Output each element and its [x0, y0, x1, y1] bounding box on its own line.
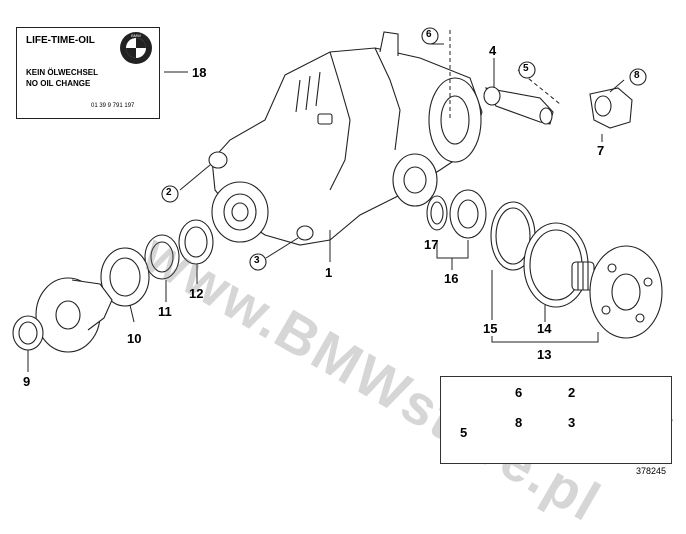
callout-13: 13	[537, 347, 552, 362]
callout-9: 9	[23, 374, 31, 389]
fastener-label-5: 5	[460, 425, 468, 440]
callout-8: 8	[634, 70, 640, 81]
document-number: 378245	[636, 466, 667, 476]
callout-3: 3	[254, 255, 260, 266]
fastener-label-8: 8	[515, 415, 523, 430]
callout-14: 14	[537, 321, 552, 336]
sticker-line-2: NO OIL CHANGE	[26, 79, 91, 88]
callout-5: 5	[523, 63, 529, 74]
output-flange	[571, 245, 663, 339]
fastener-label-6: 6	[515, 385, 523, 400]
differential-housing	[211, 31, 483, 246]
callout-6: 6	[426, 29, 432, 40]
callout-17: 17	[424, 237, 439, 252]
sticker-part-number: 01 39 9 791 197	[91, 103, 135, 109]
callout-4: 4	[489, 43, 497, 58]
callout-2: 2	[166, 187, 172, 198]
callout-11: 11	[158, 304, 172, 319]
bmw-logo-icon: BMW	[120, 32, 152, 64]
rubber-mount-left	[208, 151, 228, 169]
lifetime-oil-sticker: LIFE-TIME-OIL KEIN ÖLWECHSEL NO OIL CHAN…	[16, 27, 160, 119]
input-flange	[35, 277, 113, 353]
callout-12: 12	[189, 286, 204, 301]
callout-7: 7	[597, 143, 605, 158]
rubber-mount-right	[589, 87, 633, 129]
callout-15: 15	[483, 321, 498, 336]
mount-bracket	[483, 86, 554, 125]
sticker-line-1: KEIN ÖLWECHSEL	[26, 68, 99, 77]
callout-1: 1	[325, 265, 333, 280]
callout-18: 18	[192, 65, 207, 80]
rubber-mount-bottom	[296, 225, 314, 241]
sticker-title: LIFE-TIME-OIL	[26, 35, 95, 46]
callout-10: 10	[127, 331, 142, 346]
fastener-label-3: 3	[568, 415, 576, 430]
bmw-logo-text: BMW	[131, 33, 141, 38]
fastener-label-2: 2	[568, 385, 576, 400]
fastener-box	[440, 376, 672, 464]
callout-16: 16	[444, 271, 459, 286]
